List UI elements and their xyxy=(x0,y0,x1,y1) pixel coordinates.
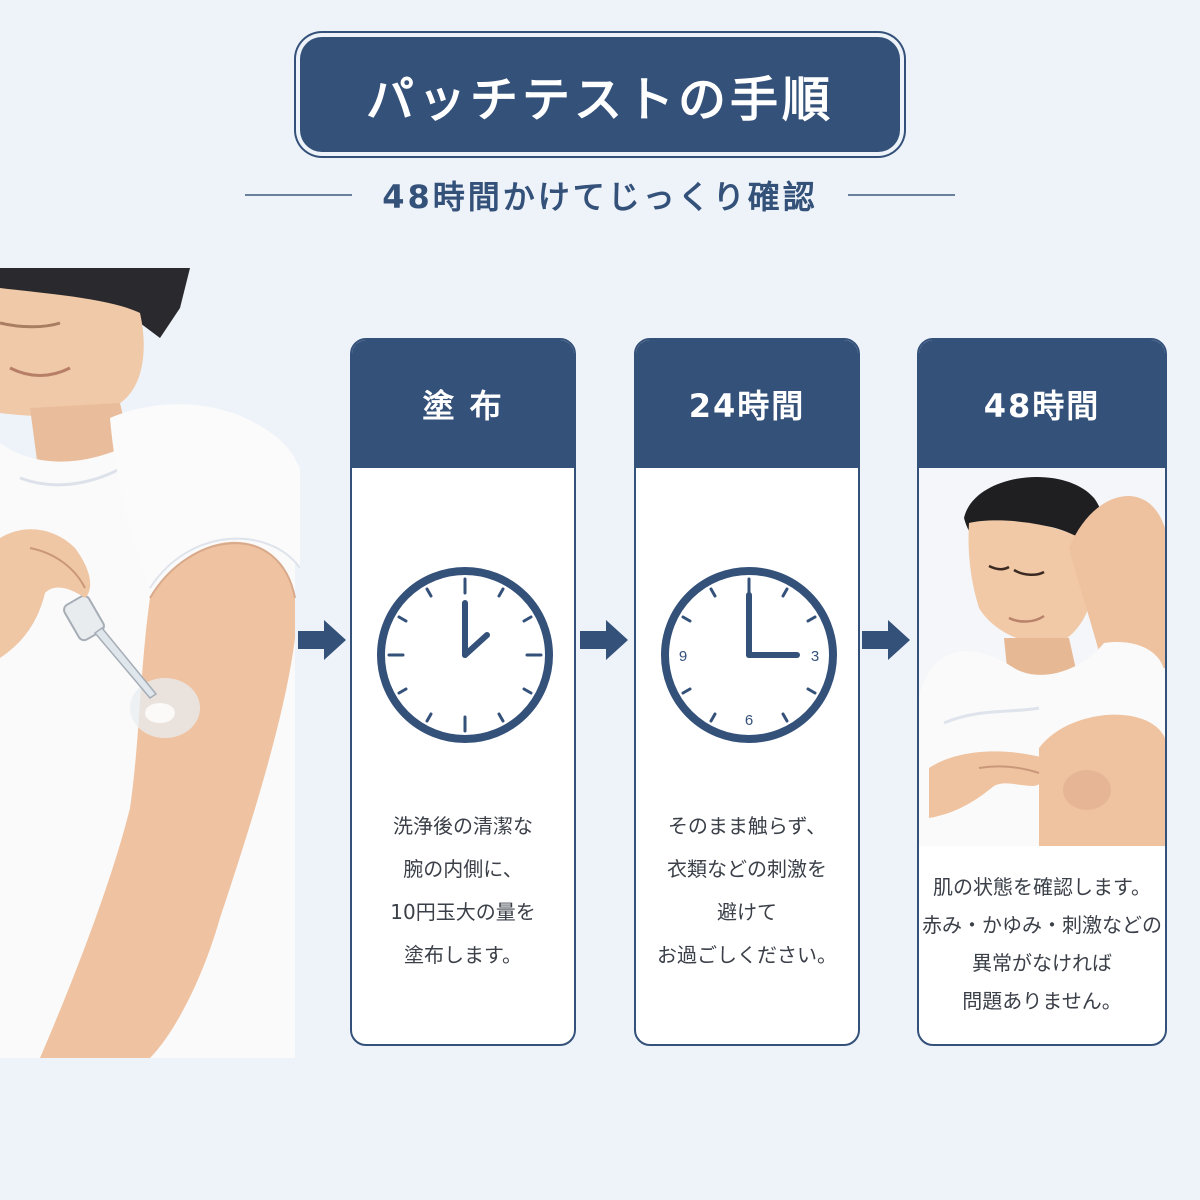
step-description: そのまま触らず、 衣類などの刺激を 避けて お過ごしください。 xyxy=(657,814,837,967)
step-description: 肌の状態を確認します。 赤み・かゆみ・刺激などの 異常がなければ 問題ありません… xyxy=(922,875,1162,1013)
clock-numeral-9: 9 xyxy=(679,648,687,665)
checking-skin-illustration xyxy=(919,468,1165,846)
step-label: 48時間 xyxy=(919,340,1165,468)
clock-numeral-3: 3 xyxy=(811,648,819,665)
page-subtitle: 48時間かけてじっくり確認 xyxy=(382,178,818,216)
applying-serum-illustration xyxy=(0,268,300,1058)
step-card-48h: 48時間 肌の状態を確認します。 赤み・かゆみ・刺激などの 異常がなければ 問題… xyxy=(917,338,1167,1046)
right-arrow-icon xyxy=(298,620,346,660)
step-card-apply: 塗 布 洗浄後の清潔な 腕の内側に、 10円玉大の量を 塗布します。 xyxy=(350,338,576,1046)
step-label: 塗 布 xyxy=(352,340,574,468)
subtitle-line-left xyxy=(245,194,353,196)
page-title: パッチテストの手順 xyxy=(365,71,834,128)
step-label: 24時間 xyxy=(636,340,858,468)
title-plate: パッチテストの手順 xyxy=(300,37,900,152)
clock-numeral-6: 6 xyxy=(745,712,753,729)
subtitle-line-right xyxy=(847,194,956,196)
clock-icon: 3 6 9 xyxy=(661,567,837,743)
right-arrow-icon xyxy=(862,620,910,660)
step-description: 洗浄後の清潔な 腕の内側に、 10円玉大の量を 塗布します。 xyxy=(390,814,536,967)
clock-icon xyxy=(377,567,553,743)
subtitle-row: 48時間かけてじっくり確認 xyxy=(245,170,956,220)
right-arrow-icon xyxy=(580,620,628,660)
step-card-24h: 24時間 3 6 9 そのまま触らず、 衣類などの刺激を 避けて お過ごしくださ… xyxy=(634,338,860,1046)
